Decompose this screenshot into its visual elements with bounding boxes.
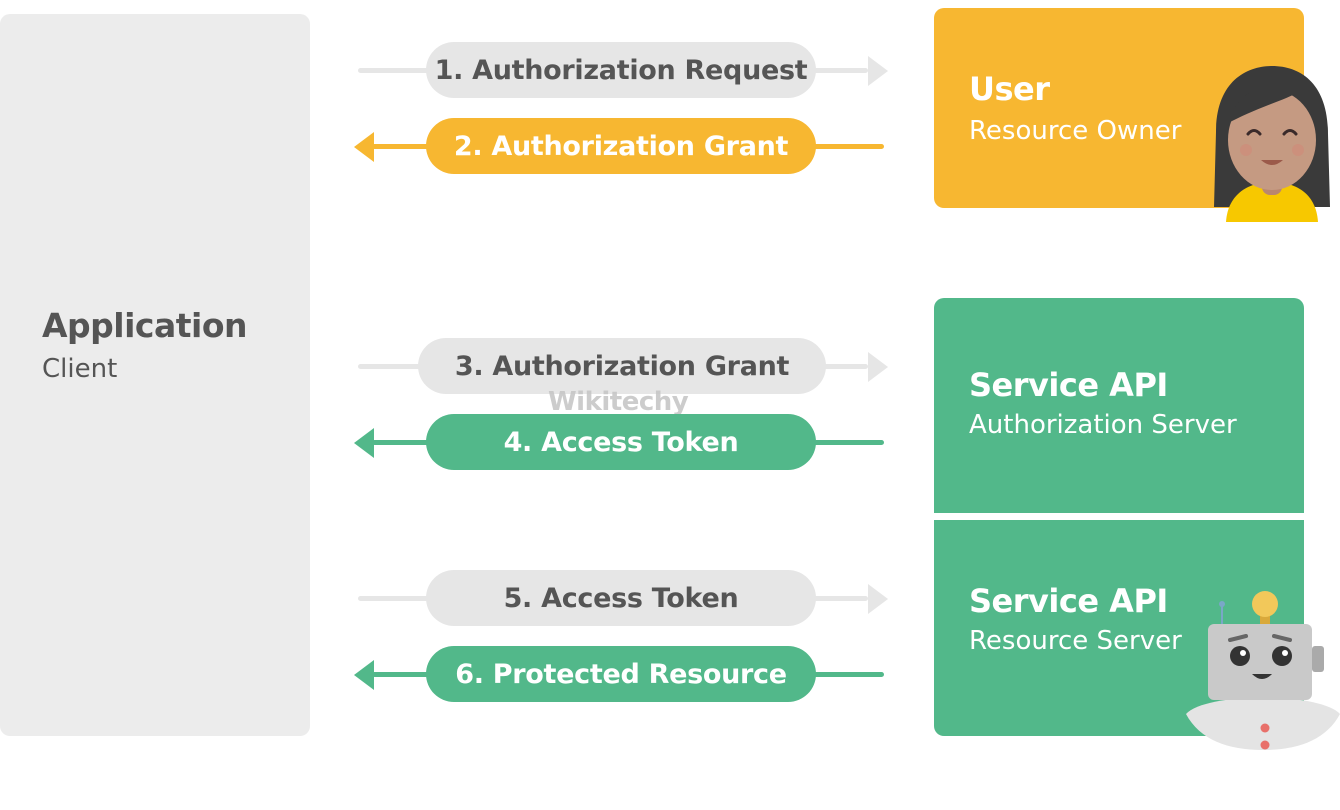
wikitechy-watermark: Wikitechy <box>548 387 689 417</box>
application-title: Application <box>42 306 248 345</box>
arrow-left-icon <box>354 660 374 690</box>
resource-server-title: Service API <box>969 582 1168 620</box>
arrow-left-icon <box>354 428 374 458</box>
step-6-pill: 6. Protected Resource <box>426 646 816 702</box>
robot-icon <box>1186 591 1340 750</box>
user-title: User <box>969 70 1050 108</box>
arrow-left-icon <box>354 132 374 162</box>
user-avatar-icon <box>1214 66 1330 222</box>
application-subtitle: Client <box>42 354 118 384</box>
user-subtitle: Resource Owner <box>969 116 1182 146</box>
arrow-right-icon <box>868 56 888 86</box>
step-5-pill: 5. Access Token <box>426 570 816 626</box>
arrow-right-icon <box>868 584 888 614</box>
step-2-pill: 2. Authorization Grant <box>426 118 816 174</box>
step-3-pill: 3. Authorization Grant <box>418 338 826 394</box>
step-1-pill: 1. Authorization Request <box>426 42 816 98</box>
auth-server-title: Service API <box>969 366 1168 404</box>
arrow-right-icon <box>868 352 888 382</box>
application-client-panel <box>0 14 310 736</box>
step-4-pill: 4. Access Token <box>426 414 816 470</box>
resource-server-subtitle: Resource Server <box>969 626 1182 656</box>
authorization-server-box: Service API Authorization Server <box>934 298 1304 513</box>
auth-server-subtitle: Authorization Server <box>969 410 1237 440</box>
